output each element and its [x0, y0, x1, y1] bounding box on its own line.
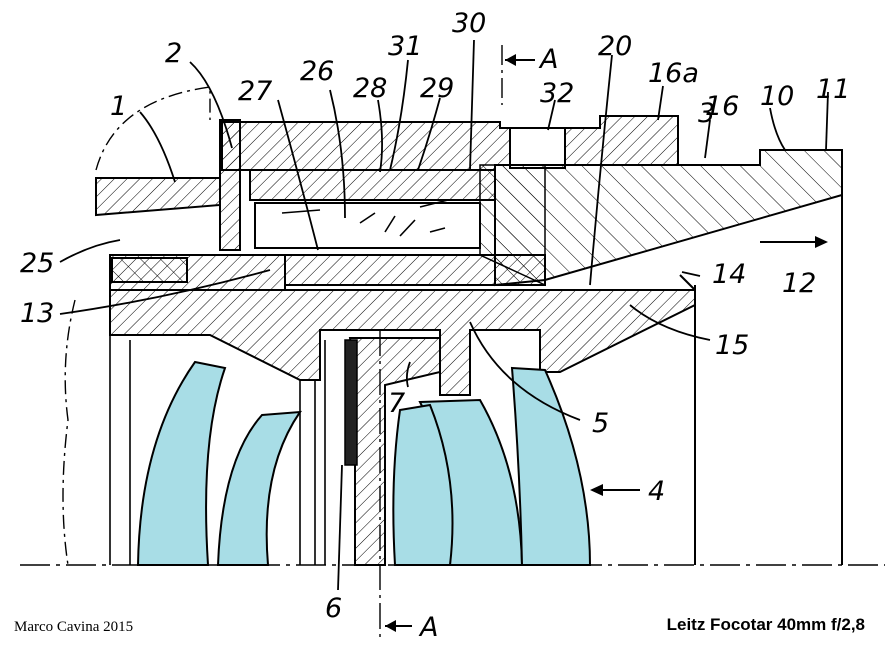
leader-lines — [59, 39, 829, 591]
direction-arrowhead-12 — [815, 236, 828, 248]
callout-3: 3 — [698, 98, 715, 129]
callout-13: 13 — [20, 298, 54, 329]
author-credit: Marco Cavina 2015 — [14, 619, 134, 635]
section-arrowhead-top — [505, 54, 516, 66]
part-25-block — [111, 257, 188, 283]
part-6-stop — [344, 339, 358, 466]
part-15-mount — [109, 289, 696, 396]
callout-7: 7 — [388, 388, 405, 419]
section-label-bottom: A — [418, 612, 438, 643]
callout-12: 12 — [782, 268, 816, 299]
part-20-body — [479, 164, 546, 287]
lens-element-1 — [136, 360, 227, 566]
callout-32: 32 — [540, 78, 574, 109]
part-1-tube — [95, 177, 221, 217]
callout-5: 5 — [592, 408, 609, 439]
callout-28: 28 — [353, 73, 387, 104]
callout-15: 15 — [715, 330, 749, 361]
outline-dash-dot — [95, 86, 211, 171]
lens-group-4 — [136, 360, 592, 566]
section-arrowhead-bottom — [385, 620, 396, 632]
callouts: 1 2 3 4 5 6 7 10 11 12 13 14 15 16 16a 2… — [20, 8, 850, 643]
callout-6: 6 — [325, 593, 342, 624]
slot-32 — [509, 127, 566, 169]
callout-25: 25 — [20, 248, 54, 279]
callout-27: 27 — [238, 76, 272, 107]
lens-element-2 — [216, 410, 303, 566]
lens-element-4 — [392, 403, 454, 566]
callout-29: 29 — [420, 73, 454, 104]
callout-26: 26 — [300, 56, 334, 87]
callout-16: 16 — [705, 91, 739, 122]
callout-16a: 16a — [648, 58, 699, 89]
inner-tube-lines — [109, 335, 326, 565]
part-14-ridge — [679, 274, 696, 291]
callout-4: 4 — [648, 476, 665, 507]
part-10-barrel — [494, 149, 843, 287]
callout-10: 10 — [760, 81, 794, 112]
lens-element-5 — [510, 366, 592, 566]
lens-caption: Leitz Focotar 40mm f/2,8 — [666, 615, 865, 634]
callout-14: 14 — [712, 259, 746, 290]
callout-11: 11 — [816, 74, 850, 105]
outline-dash-dot-left — [62, 299, 76, 566]
flow-arrows — [281, 199, 449, 237]
callout-31: 31 — [388, 31, 422, 62]
section-label-top: A — [538, 44, 558, 75]
arrowhead-4 — [590, 484, 603, 496]
callout-30: 30 — [452, 8, 486, 39]
callout-1: 1 — [110, 91, 127, 122]
chamber-26 — [254, 202, 481, 249]
part-26-sleeve — [249, 169, 496, 201]
callout-20: 20 — [598, 31, 632, 62]
callout-2: 2 — [165, 38, 182, 69]
